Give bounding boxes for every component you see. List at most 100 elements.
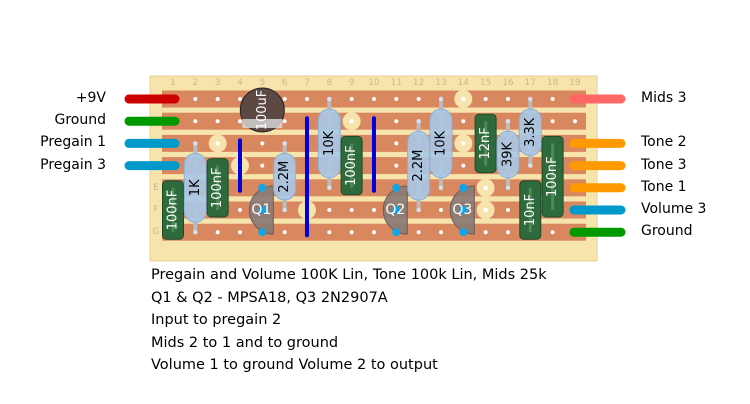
capacitor-label: 12nF (478, 127, 493, 159)
hole (349, 119, 354, 124)
resistor-r_2m2_a: 2.2M (273, 141, 297, 213)
capacitor-label: 100nF (210, 168, 225, 209)
column-number: 8 (326, 78, 332, 88)
hole (505, 230, 510, 235)
hole (394, 141, 399, 146)
transistor-pin (459, 183, 468, 192)
hole (483, 97, 488, 101)
hole (483, 185, 488, 190)
connection-label-left: Ground (54, 112, 107, 129)
hole (237, 97, 242, 101)
column-number: 4 (237, 78, 243, 88)
hole (371, 97, 376, 101)
column-number: 7 (304, 78, 310, 88)
column-number: 12 (413, 78, 424, 88)
transistor-label: Q2 (385, 202, 405, 218)
hole (349, 230, 354, 235)
hole (550, 97, 555, 101)
hole (550, 230, 555, 235)
transistor-q2: Q2 (382, 183, 408, 237)
column-number: 14 (458, 78, 470, 88)
resistor-label: 2.2M (277, 161, 292, 193)
connection-label-right: Ground (641, 223, 693, 240)
column-number: 6 (282, 78, 288, 88)
hole (371, 230, 376, 235)
build-note: Input to pregain 2 (151, 312, 282, 329)
column-number: 18 (547, 78, 559, 88)
column-number: 17 (525, 78, 536, 88)
capacitor-label: 10nF (523, 194, 538, 226)
capacitor-label: 100uF (255, 90, 270, 131)
column-number: 19 (569, 78, 581, 88)
hole (483, 230, 488, 235)
capacitor-c_10nf: 10nF (519, 180, 542, 240)
transistor-pin (258, 228, 267, 237)
connection-label-right: Tone 2 (641, 134, 687, 151)
build-note: Pregain and Volume 100K Lin, Tone 100k L… (151, 267, 547, 283)
hole (550, 119, 555, 124)
capacitor-label: 100nF (166, 190, 181, 231)
hole (215, 141, 220, 146)
resistor-r_3k3: 3.3K (518, 96, 542, 168)
column-number: 13 (435, 78, 446, 88)
hole (349, 208, 354, 212)
hole (394, 163, 399, 168)
transistor-pin (459, 206, 468, 214)
hole (505, 208, 510, 212)
capacitor-c_100nf_b: 100nF (206, 158, 229, 218)
hole (215, 119, 220, 124)
build-note: Volume 1 to ground Volume 2 to output (151, 357, 438, 374)
hole (572, 119, 577, 124)
hole (483, 207, 488, 213)
hole (416, 230, 421, 235)
column-number: 15 (480, 78, 491, 88)
resistor-r_1k: 1K (183, 141, 207, 235)
connection-label-left: +9V (75, 90, 106, 106)
capacitor-label: 100nF (545, 156, 560, 197)
column-number: 3 (215, 78, 221, 88)
connection-label-right: Tone 1 (641, 178, 687, 195)
transistor-pin (258, 206, 267, 214)
hole (282, 119, 287, 124)
row-label: G (153, 227, 160, 237)
hole (304, 97, 309, 101)
transistor-q3: Q3 (449, 183, 475, 237)
transistor-label: Q3 (452, 202, 472, 218)
hole (327, 230, 332, 235)
hole (438, 230, 443, 235)
row-label: F (153, 205, 158, 215)
hole (505, 97, 510, 101)
connection-label-right: Tone 3 (641, 156, 687, 173)
column-number: 9 (349, 78, 355, 88)
connection-label-left: Pregain 3 (40, 156, 106, 173)
resistor-label: 39K (500, 141, 515, 167)
column-number: 11 (391, 78, 402, 88)
transistor-pin (392, 206, 401, 214)
hole (282, 97, 287, 101)
connection-label-left: Pregain 1 (40, 134, 106, 151)
hole (394, 97, 399, 101)
column-number: 2 (192, 78, 198, 88)
hole (215, 230, 220, 235)
column-number: 1 (170, 78, 176, 88)
hole (237, 208, 242, 212)
hole (327, 208, 332, 212)
build-note: Mids 2 to 1 and to ground (151, 334, 339, 351)
resistor-label: 2.2M (411, 150, 426, 182)
hole (438, 208, 443, 212)
hole (260, 163, 265, 168)
hole (416, 97, 421, 101)
hole (461, 141, 466, 146)
capacitor-c_12nf: 12nF (474, 113, 497, 174)
capacitor-c_100uf: 100uF (239, 87, 285, 133)
hole (193, 119, 198, 124)
transistor-label: Q1 (251, 202, 271, 218)
connection-label-right: Volume 3 (641, 201, 707, 217)
resistor-label: 10K (433, 130, 448, 156)
connection-label-right: Mids 3 (641, 90, 687, 106)
column-number: 16 (502, 78, 514, 88)
hole (349, 97, 354, 101)
column-number: 10 (368, 78, 380, 88)
build-note: Q1 & Q2 - MPSA18, Q3 2N2907A (151, 289, 388, 306)
